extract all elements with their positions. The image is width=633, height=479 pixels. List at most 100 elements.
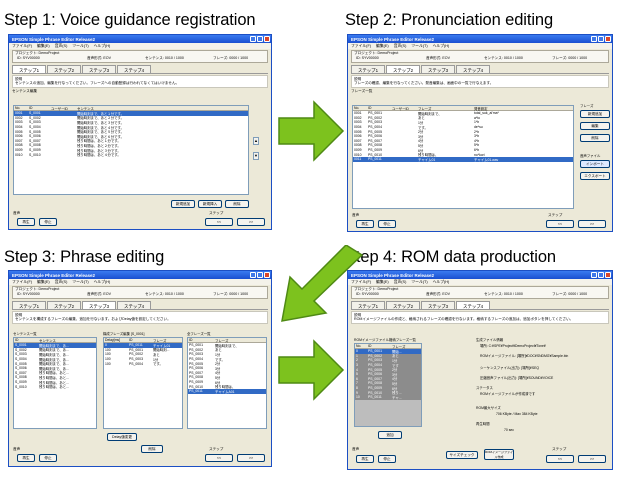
add-button[interactable]: 追加 bbox=[378, 431, 402, 439]
col-id[interactable]: ID bbox=[368, 106, 372, 110]
menu-edit[interactable]: 編集(E) bbox=[37, 43, 50, 48]
close-button[interactable] bbox=[264, 36, 270, 42]
menu-edit[interactable]: 編集(E) bbox=[37, 279, 50, 284]
menu-file[interactable]: ファイル(F) bbox=[12, 279, 33, 284]
tab-step1[interactable]: ステップ1 bbox=[12, 65, 47, 73]
prev-step-button[interactable]: << bbox=[205, 218, 233, 226]
tab-step2[interactable]: ステップ2 bbox=[386, 301, 421, 309]
tab-step4[interactable]: ステップ4 bbox=[456, 301, 491, 309]
col-delay[interactable]: Delay[ms] bbox=[105, 338, 121, 342]
col-phrase[interactable]: フレーズ bbox=[392, 344, 406, 349]
tab-step1[interactable]: ステップ1 bbox=[12, 301, 47, 309]
col-phrase[interactable]: フレーズ bbox=[153, 338, 167, 343]
size-check-button[interactable]: サイズチェック bbox=[446, 451, 478, 459]
minimize-button[interactable] bbox=[591, 36, 597, 42]
menu-tools[interactable]: ツール(T) bbox=[72, 279, 89, 284]
close-button[interactable] bbox=[605, 36, 611, 42]
col-phrase[interactable]: フレーズ bbox=[418, 106, 432, 111]
tab-step4[interactable]: ステップ4 bbox=[456, 65, 491, 73]
next-step-button[interactable]: >> bbox=[237, 454, 265, 462]
menu-edit[interactable]: 編集(E) bbox=[376, 279, 389, 284]
menu-file[interactable]: ファイル(F) bbox=[351, 43, 372, 48]
play-button[interactable]: 再生 bbox=[17, 454, 35, 462]
scroll-down-button[interactable]: ▼ bbox=[253, 152, 259, 160]
stop-button[interactable]: 停止 bbox=[378, 455, 396, 463]
menu-voice[interactable]: 音声(S) bbox=[393, 279, 407, 284]
menu-help[interactable]: ヘルプ(H) bbox=[93, 43, 111, 48]
col-pronunciation[interactable]: 発音設定 bbox=[474, 106, 488, 111]
menu-help[interactable]: ヘルプ(H) bbox=[93, 279, 111, 284]
prev-step-button[interactable]: << bbox=[205, 454, 233, 462]
col-phrase[interactable]: フレーズ bbox=[215, 338, 229, 343]
tab-step1[interactable]: ステップ1 bbox=[351, 301, 386, 309]
col-id[interactable]: ID bbox=[368, 344, 372, 348]
menu-voice[interactable]: 音声(S) bbox=[54, 279, 68, 284]
close-button[interactable] bbox=[264, 272, 270, 278]
insert-new-button[interactable]: 新規挿入 bbox=[198, 200, 222, 208]
play-button[interactable]: 再生 bbox=[356, 455, 374, 463]
tab-step2[interactable]: ステップ2 bbox=[47, 65, 82, 73]
maximize-button[interactable] bbox=[257, 272, 263, 278]
import-button[interactable]: インポート bbox=[580, 160, 610, 168]
tab-step4[interactable]: ステップ4 bbox=[117, 301, 152, 309]
col-no[interactable]: No. bbox=[356, 344, 362, 348]
col-id[interactable]: ID bbox=[189, 338, 193, 342]
col-user-id[interactable]: ユーザーID bbox=[392, 106, 409, 111]
menu-edit[interactable]: 編集(E) bbox=[376, 43, 389, 48]
add-new-button[interactable]: 新規追加 bbox=[171, 200, 195, 208]
delay-change-button[interactable]: Delay値変更 bbox=[107, 433, 137, 441]
next-step-button[interactable]: >> bbox=[578, 220, 606, 228]
tab-step1[interactable]: ステップ1 bbox=[351, 65, 386, 73]
menu-tools[interactable]: ツール(T) bbox=[72, 43, 89, 48]
next-step-button[interactable]: >> bbox=[578, 455, 606, 463]
minimize-button[interactable] bbox=[591, 272, 597, 278]
menu-tools[interactable]: ツール(T) bbox=[411, 279, 428, 284]
tab-step3[interactable]: ステップ3 bbox=[82, 301, 117, 309]
stop-button[interactable]: 停止 bbox=[39, 454, 57, 462]
tab-step4[interactable]: ステップ4 bbox=[117, 65, 152, 73]
menu-tools[interactable]: ツール(T) bbox=[411, 43, 428, 48]
minimize-button[interactable] bbox=[250, 272, 256, 278]
prev-step-button[interactable]: << bbox=[546, 220, 574, 228]
